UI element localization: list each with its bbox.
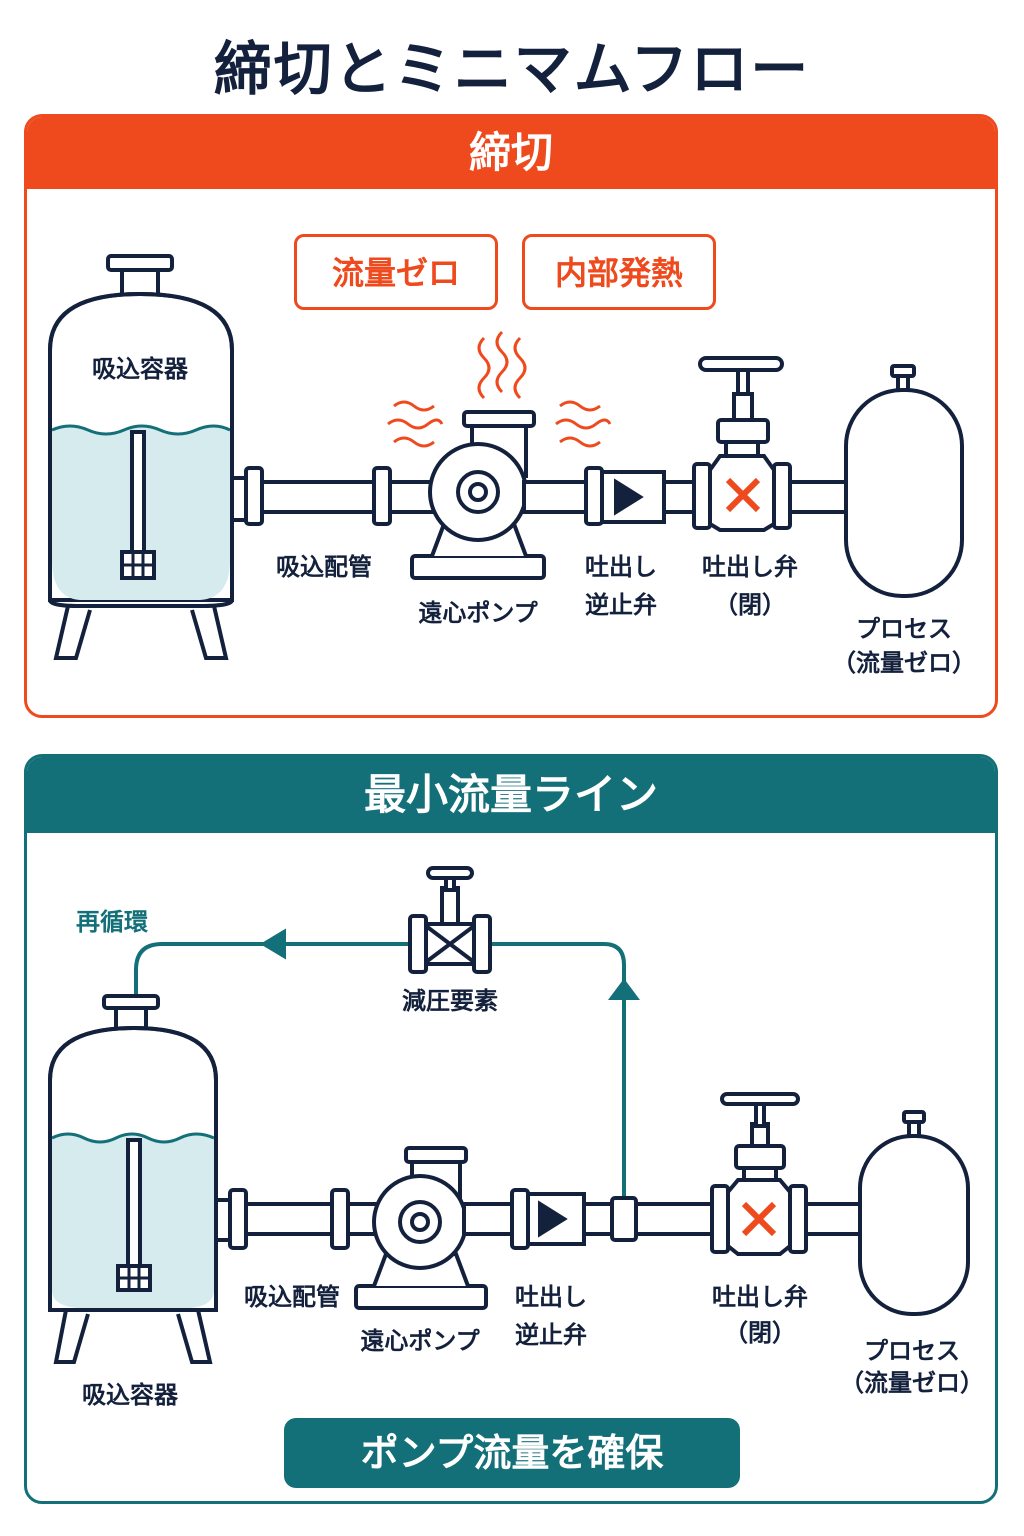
top-label-suction-pipe: 吸込配管 <box>276 553 372 581</box>
badge-internal-heat: 内部発熱 <box>522 234 716 310</box>
bottom-process-vessel <box>858 1110 970 1316</box>
bottom-label-suction-vessel: 吸込容器 <box>82 1381 178 1409</box>
bottom-label-process-2: （流量ゼロ） <box>840 1369 984 1397</box>
bottom-discharge-valve <box>710 1092 862 1256</box>
bottom-recirculation-line <box>120 928 640 1210</box>
bottom-label-process-1: プロセス <box>864 1337 960 1365</box>
shutoff-panel: 締切 <box>24 114 998 718</box>
top-label-check-valve-1: 吐出し <box>585 553 657 581</box>
bottom-label-check-valve-2: 逆止弁 <box>515 1321 587 1349</box>
shutoff-header: 締切 <box>27 117 995 189</box>
bottom-suction-pipe <box>228 1188 392 1250</box>
footer-banner: ポンプ流量を確保 <box>284 1418 740 1488</box>
top-label-process-2: （流量ゼロ） <box>832 649 976 677</box>
top-process-vessel <box>844 364 964 598</box>
bottom-label-pressure-element: 減圧要素 <box>402 987 498 1015</box>
top-heat-waves <box>387 330 612 448</box>
bottom-label-discharge-valve-1: 吐出し弁 <box>712 1283 808 1311</box>
top-suction-pipe <box>244 466 448 526</box>
badge-zero-flow: 流量ゼロ <box>294 234 498 310</box>
top-pump <box>410 410 588 580</box>
recirculation-label: 再循環 <box>76 908 148 936</box>
minflow-panel: 最小流量ライン <box>24 754 998 1504</box>
top-label-discharge-valve-1: 吐出し弁 <box>702 553 798 581</box>
top-check-valve <box>584 466 696 526</box>
top-label-check-valve-2: 逆止弁 <box>585 591 657 619</box>
page-title: 締切とミニマムフロー <box>213 35 811 103</box>
top-suction-vessel <box>48 254 248 660</box>
bottom-pump <box>354 1146 516 1310</box>
top-label-process-1: プロセス <box>856 615 952 643</box>
top-label-discharge-valve-2: （閉） <box>714 591 786 619</box>
top-label-pump: 遠心ポンプ <box>418 599 538 627</box>
bottom-label-pump: 遠心ポンプ <box>360 1327 480 1355</box>
bottom-suction-vessel <box>48 994 232 1364</box>
bottom-label-check-valve-1: 吐出し <box>515 1283 587 1311</box>
top-label-suction-vessel: 吸込容器 <box>92 355 188 383</box>
bottom-label-suction-pipe: 吸込配管 <box>244 1283 340 1311</box>
minflow-header: 最小流量ライン <box>27 757 995 833</box>
top-discharge-valve <box>692 356 848 532</box>
bottom-pressure-element <box>408 866 492 974</box>
bottom-label-discharge-valve-2: （閉） <box>724 1319 796 1347</box>
bottom-check-valve <box>510 1188 714 1250</box>
